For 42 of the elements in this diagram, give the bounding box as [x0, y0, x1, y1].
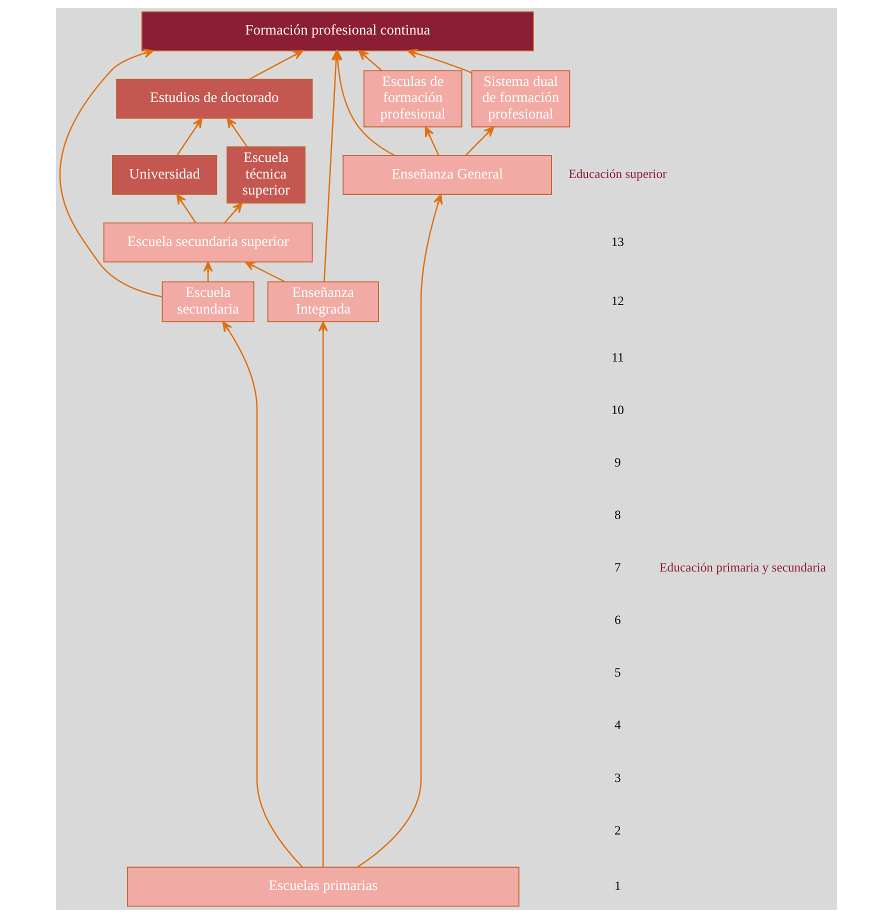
label: 9: [614, 455, 620, 470]
arrow: [58, 48, 162, 298]
node-box: Escuela secundaria superior: [102, 222, 312, 262]
arrow: [202, 262, 212, 282]
label: 13: [610, 234, 624, 249]
node-box: Universidad: [112, 154, 217, 195]
arrow: [424, 126, 439, 156]
node-box: Escuelas primarias: [126, 866, 519, 907]
arrow: [222, 321, 303, 868]
label: 12: [610, 294, 624, 308]
arrow: [244, 261, 285, 282]
label: 6: [614, 613, 620, 628]
node-box: Sistema dual de formación profesional: [470, 70, 570, 128]
label: Educación superior: [568, 167, 666, 182]
node-box: Estudios de doctorado: [116, 78, 312, 119]
node-box: Esculas de formación profesional: [362, 70, 462, 128]
arrow: [358, 50, 382, 71]
label: 2: [614, 823, 620, 838]
label: 8: [614, 508, 620, 522]
arrow: [464, 126, 494, 156]
label: 7: [614, 560, 620, 575]
node-box: Escuela técnica superior: [226, 146, 305, 204]
arrow: [248, 50, 303, 80]
label: Educación primaria y secundaria: [659, 560, 826, 575]
node-box: Escuela secundaria: [161, 281, 254, 322]
arrow: [176, 118, 202, 156]
arrow: [226, 118, 248, 148]
node-box: Formación profesional continua: [140, 11, 534, 52]
label: 11: [611, 350, 624, 364]
arrow: [332, 50, 394, 156]
node-box: Enseñanza Integrada: [266, 281, 378, 322]
label: 5: [614, 666, 620, 680]
label: 4: [614, 718, 620, 732]
label: 3: [614, 770, 620, 785]
arrow: [176, 194, 196, 224]
arrow: [224, 202, 242, 224]
node-box: Enseñanza General: [342, 154, 552, 195]
arrow: [318, 321, 328, 867]
label: 1: [614, 879, 620, 894]
arrow: [406, 48, 472, 74]
arrow: [356, 194, 442, 868]
label: 10: [610, 402, 624, 417]
